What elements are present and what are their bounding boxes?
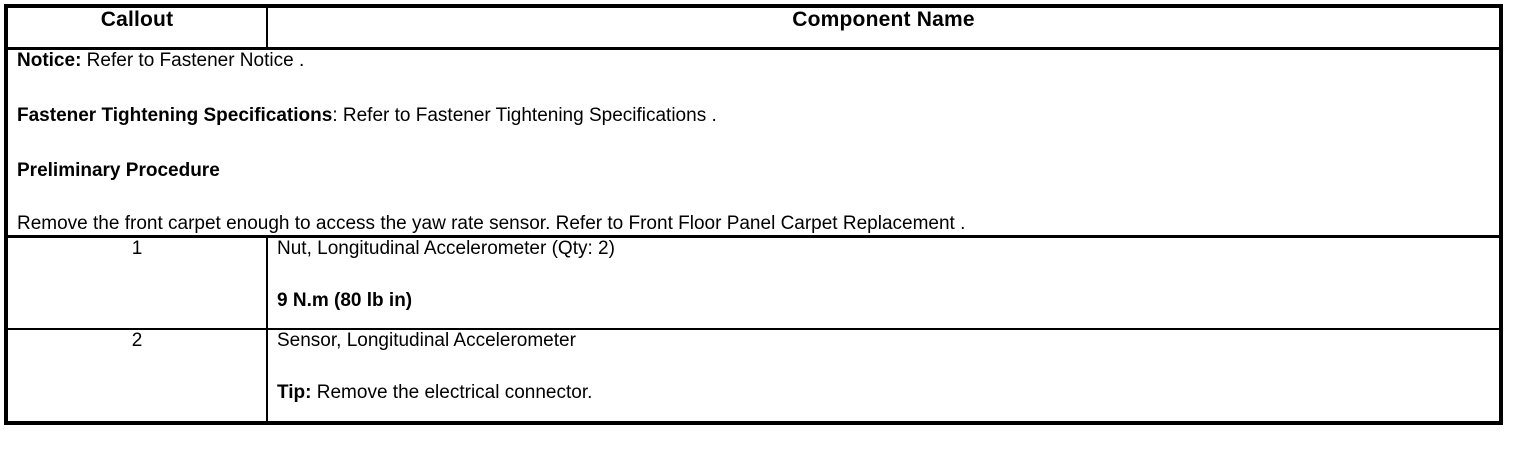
spacer: [268, 260, 1499, 290]
spacer: [8, 127, 1499, 160]
spacer: [8, 72, 1499, 105]
preliminary-procedure-heading: Preliminary Procedure: [17, 160, 220, 181]
notice-label: Notice:: [17, 50, 82, 71]
table-row: 1 Nut, Longitudinal Accelerometer (Qty: …: [6, 236, 1501, 330]
notice-text: Refer to Fastener Notice .: [81, 50, 305, 71]
tip-label: Tip:: [277, 381, 312, 403]
component-name-2: Sensor, Longitudinal Accelerometer: [277, 329, 576, 351]
callout-number-2: 2: [6, 328, 268, 423]
fastener-spec-text: : Refer to Fastener Tightening Specifica…: [332, 105, 717, 126]
notice-block-cell: Notice: Refer to Fastener Notice . Faste…: [6, 48, 1501, 238]
spacer: [268, 352, 1499, 382]
fastener-spec-label: Fastener Tightening Specifications: [17, 105, 333, 126]
table-row: 2 Sensor, Longitudinal Accelerometer Tip…: [6, 328, 1501, 423]
table-header-row: Callout Component Name: [6, 6, 1501, 50]
notice-block-row: Notice: Refer to Fastener Notice . Faste…: [6, 48, 1501, 238]
fastener-tightening-spec-line: Fastener Tightening Specifications: Refe…: [8, 105, 1499, 127]
component-cell-2: Sensor, Longitudinal Accelerometer Tip: …: [267, 328, 1501, 423]
component-callout-table: Callout Component Name Notice: Refer to …: [4, 4, 1503, 425]
callout-number-1: 1: [6, 236, 268, 330]
torque-spec-1: 9 N.m (80 lb in): [277, 290, 413, 311]
column-header-callout: Callout: [6, 6, 268, 50]
tip-text: Remove the electrical connector.: [311, 381, 593, 403]
component-name-1: Nut, Longitudinal Accelerometer (Qty: 2): [277, 238, 615, 259]
fastener-notice-line: Notice: Refer to Fastener Notice .: [8, 50, 1499, 72]
preliminary-procedure-text: Remove the front carpet enough to access…: [17, 213, 966, 234]
tip-line-2: Tip: Remove the electrical connector.: [268, 382, 1499, 404]
spacer: [8, 182, 1499, 213]
column-header-component-name: Component Name: [267, 6, 1501, 50]
component-cell-1: Nut, Longitudinal Accelerometer (Qty: 2)…: [267, 236, 1501, 330]
